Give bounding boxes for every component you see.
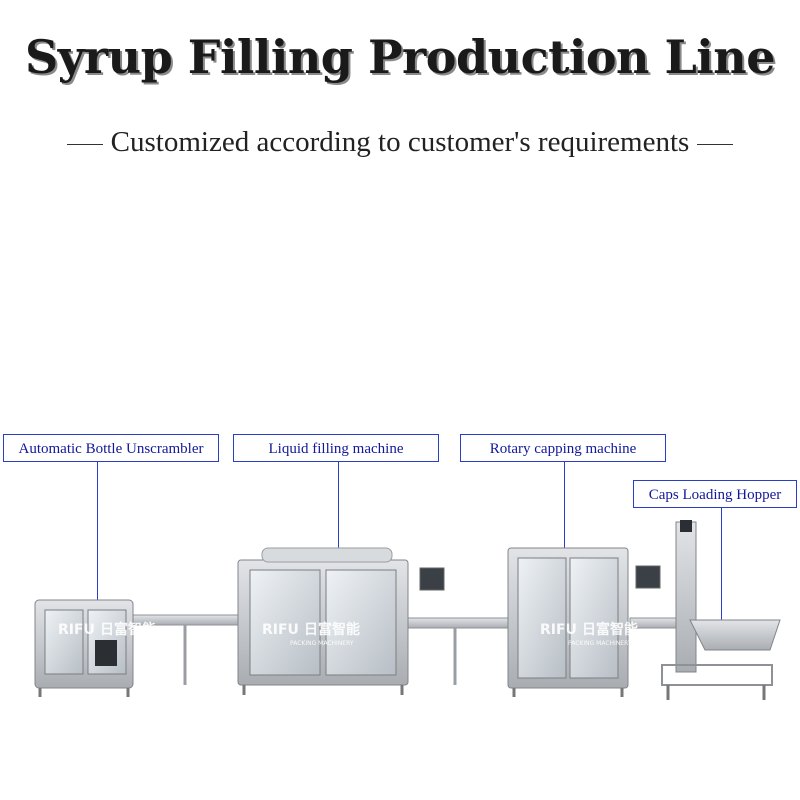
page-subtitle: Customized according to customer's requi… [0,126,800,159]
subtitle-text: Customized according to customer's requi… [110,126,690,158]
leader-unscrambler [97,462,98,604]
logo-tagline-2: PACKING MACHINERY [290,640,354,647]
logo-text-2: RIFU [262,622,299,638]
callout-bottle-unscrambler: Automatic Bottle Unscrambler [3,434,219,462]
logo-cn-1: 日富智能 [100,621,156,638]
left-dash [66,143,103,146]
brand-logo-unscrambler: RIFU 日富智能 [58,621,156,638]
callout-rotary-capping: Rotary capping machine [460,434,666,462]
right-dash [697,143,734,146]
leader-capping [564,462,565,572]
brand-logo-capping: RIFU 日富智能 PACKING MACHINERY [540,621,638,647]
liquid-filling-machine [237,547,445,695]
leader-hopper [721,508,722,630]
logo-cn-2: 日富智能 [304,621,360,638]
brand-logo-filling: RIFU 日富智能 PACKING MACHINERY [262,621,360,647]
callout-liquid-filling: Liquid filling machine [233,434,439,462]
bottle-unscrambler-machine [34,599,134,697]
logo-text-1: RIFU [58,622,95,638]
callout-caps-hopper: Caps Loading Hopper [633,480,797,508]
leader-filling [338,462,339,572]
rotary-capping-machine [507,547,661,697]
logo-cn-3: 日富智能 [582,621,638,638]
page-title: Syrup Filling Production Line [24,30,776,84]
caps-loading-hopper [661,520,781,700]
production-line-illustration: RIFU 日富智能 RIFU 日富智能 PACKING MACHINERY RI… [34,520,781,700]
logo-text-3: RIFU [540,622,577,638]
logo-tagline-3: PACKING MACHINERY [568,640,632,647]
